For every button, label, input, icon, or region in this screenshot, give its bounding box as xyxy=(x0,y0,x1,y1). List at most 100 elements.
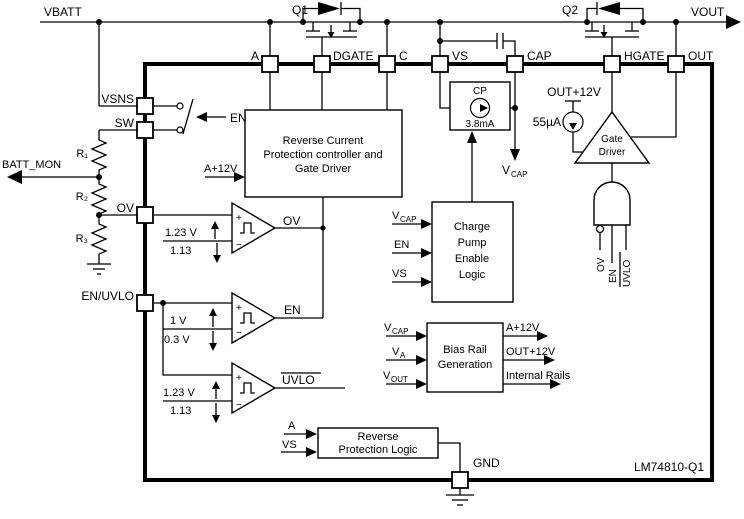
en-minus: − xyxy=(236,328,242,339)
pin-vsns xyxy=(136,97,154,115)
cp-name: CP xyxy=(473,86,487,97)
en-switch-label: EN xyxy=(230,111,247,125)
en-fall-threshold: 0.3 V xyxy=(164,334,190,346)
brg-in1-label: V xyxy=(384,322,392,334)
vout-label: VOUT xyxy=(691,5,725,19)
brg-line2: Generation xyxy=(438,359,492,371)
pullup-current-source-icon xyxy=(562,111,584,133)
uvlo-output-label: UVLO xyxy=(282,373,315,387)
hysteresis-icon xyxy=(240,382,255,394)
junction-dots xyxy=(96,19,679,306)
ov-output-label: OV xyxy=(283,214,300,228)
pin-gnd-label: GND xyxy=(473,456,500,470)
brg-in3-sub: OUT xyxy=(391,375,408,384)
r3-label: R₃ xyxy=(76,233,88,245)
a12v-arrow-icon xyxy=(234,172,245,182)
and-in-en-label: EN xyxy=(608,269,619,283)
comparator-input-wires xyxy=(153,214,232,376)
uvlo-comparator xyxy=(163,361,277,423)
ic-boundary xyxy=(143,62,714,482)
pin-en-uvlo-label: EN/UVLO xyxy=(81,289,134,303)
hysteresis-icon xyxy=(240,312,255,324)
cp-current: 3.8mA xyxy=(466,119,495,130)
pin-sw-label: SW xyxy=(115,116,135,130)
q1-mosfet xyxy=(302,2,361,56)
gate-driver-line2: Driver xyxy=(599,147,626,158)
pin-c xyxy=(378,55,396,73)
brg-in2-label: V xyxy=(392,346,400,358)
rcp-supply-label: A+12V xyxy=(204,163,238,175)
pin-gnd xyxy=(451,471,469,489)
cpel-line2: Pump xyxy=(458,237,487,249)
pin-vs xyxy=(431,55,449,73)
pin-dgate xyxy=(313,55,331,73)
en-comparator xyxy=(163,291,277,351)
rpl-in1-label: A xyxy=(288,420,296,432)
vcap-arrow-sub: CAP xyxy=(511,170,527,179)
rpl-line2: Protection Logic xyxy=(339,444,418,456)
pin-hgate xyxy=(603,55,621,73)
uvlo-plus: + xyxy=(236,373,242,384)
rpl-wires xyxy=(281,433,474,506)
ov-minus: − xyxy=(236,240,242,251)
brg-out3-label: Internal Rails xyxy=(506,370,571,382)
rpl-line1: Reverse xyxy=(358,431,399,443)
batt-mon-arrow-icon xyxy=(7,170,22,184)
brg-line1: Bias Rail xyxy=(443,344,486,356)
pin-vsns-label: VSNS xyxy=(101,92,134,106)
pin-a xyxy=(261,55,279,73)
rcp-line1: Reverse Current xyxy=(283,135,364,147)
bias-rail-block xyxy=(426,322,504,393)
ov-rise-threshold: 1.23 V xyxy=(165,227,197,239)
brg-in1-sub: CAP xyxy=(392,327,408,336)
hysteresis-icon xyxy=(240,222,255,234)
cpel-in1-sub: CAP xyxy=(400,215,416,224)
rcp-controller-block xyxy=(244,109,403,198)
cpel-line4: Logic xyxy=(459,269,486,281)
ov-comparator xyxy=(163,201,277,263)
q2-mosfet xyxy=(585,2,644,56)
rcp-line2: Protection controller and xyxy=(263,149,382,161)
ov-plus: + xyxy=(236,213,242,224)
pin-dgate-label: DGATE xyxy=(333,49,373,63)
pin-en-uvlo xyxy=(136,294,154,312)
brg-in2-sub: A xyxy=(400,351,406,360)
brg-out1-label: A+12V xyxy=(506,322,540,334)
brg-out2-label: OUT+12V xyxy=(506,346,556,358)
r1-label: R₁ xyxy=(76,148,88,160)
en-output-label: EN xyxy=(284,303,301,317)
pin-cap-label: CAP xyxy=(527,49,552,63)
uvlo-rise-threshold: 1.23 V xyxy=(163,387,195,399)
cp-current-arrow-icon xyxy=(480,104,488,112)
pin-ov xyxy=(136,206,154,224)
rcp-line3: Gate Driver xyxy=(295,163,352,175)
pin-cap xyxy=(506,55,524,73)
rpl-in2-label: VS xyxy=(282,439,297,451)
pin-c-label: C xyxy=(399,49,408,63)
cpel-in3-label: VS xyxy=(392,268,407,280)
charge-pump-enable-block xyxy=(431,201,514,303)
pin-vs-label: VS xyxy=(452,49,468,63)
and-in-uvlo-label: UVLO xyxy=(622,260,633,287)
cp-enable-arrow-icon xyxy=(467,131,477,143)
brg-in3-label: V xyxy=(383,370,391,382)
pin-ov-label: OV xyxy=(117,201,134,215)
pin-boxes xyxy=(136,55,685,489)
rcp-wires xyxy=(205,72,388,389)
gate-driver-line1: Gate xyxy=(601,134,623,145)
en-switch-arrow-icon xyxy=(196,112,207,122)
pin-hgate-label: HGATE xyxy=(624,49,664,63)
pullup-current-label: 55µA xyxy=(533,115,561,129)
pin-sw xyxy=(136,121,154,139)
uvlo-fall-threshold: 1.13 xyxy=(170,405,191,417)
battery-monitor-divider xyxy=(20,98,194,275)
q1-label: Q1 xyxy=(292,3,308,17)
cpel-in2-label: EN xyxy=(394,239,409,251)
vout-arrow-icon xyxy=(726,15,741,29)
q2-label: Q2 xyxy=(562,3,578,17)
cpel-line3: Enable xyxy=(455,253,489,265)
cpel-in1-label: V xyxy=(392,210,400,222)
inverter-bubble-icon xyxy=(595,224,605,234)
cp-block xyxy=(449,81,511,131)
